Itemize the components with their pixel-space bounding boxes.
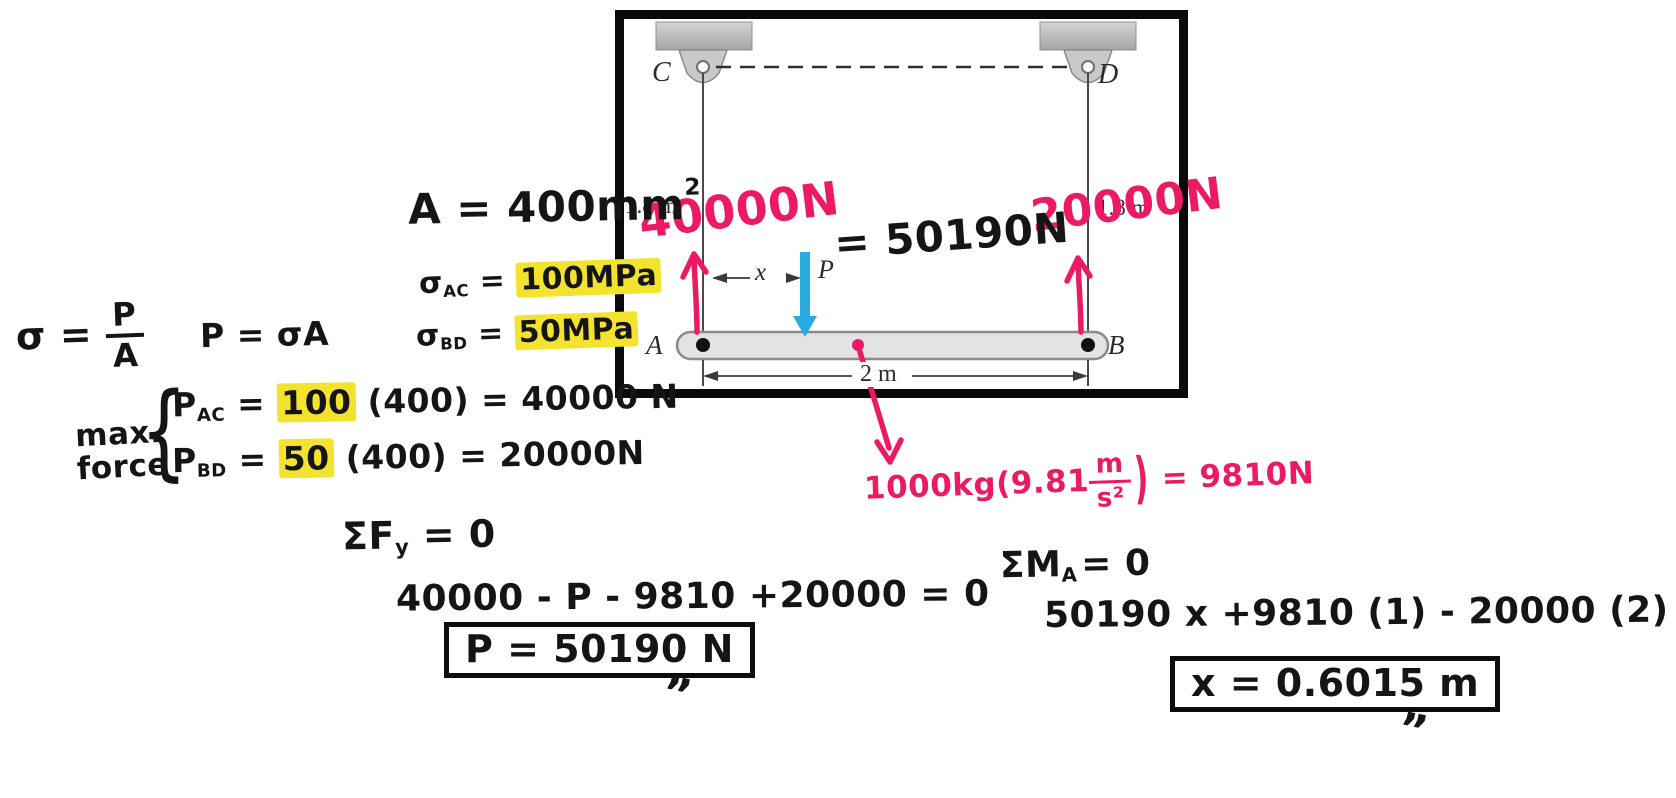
p-ac-result: = 40000 N bbox=[468, 376, 679, 420]
eq-sum-fy: ΣFy = 0 bbox=[341, 511, 497, 560]
equals: = bbox=[45, 311, 107, 358]
brace: { bbox=[140, 370, 189, 492]
area-exponent: 2 bbox=[684, 174, 702, 201]
eq-p-ac-max: PAC = 100 (400) = 40000 N bbox=[171, 376, 679, 427]
area-value: A = 400mm bbox=[407, 179, 686, 234]
sigma-ac-value-highlighted: 100MPa bbox=[515, 257, 662, 298]
eq-area: A = 400mm2 bbox=[407, 174, 702, 234]
eq-fy-expanded: 40000 - P - 9810 +20000 = 0 bbox=[395, 573, 990, 620]
p-symbol: P bbox=[171, 384, 198, 425]
sigma-def-denominator: A bbox=[112, 335, 140, 375]
label-p: P bbox=[818, 255, 834, 284]
weight-close-paren: ) bbox=[1132, 446, 1150, 512]
sigma-bd-value-highlighted: 50MPa bbox=[514, 311, 639, 351]
equals: = bbox=[466, 315, 516, 353]
result-p-box: P = 50190 N bbox=[444, 622, 755, 678]
weight-pre: 1000kg(9.81 bbox=[863, 462, 1090, 507]
label-a: A bbox=[646, 330, 663, 360]
weight-fraction-numerator: m bbox=[1088, 449, 1132, 484]
eq-p-definition: P = σA bbox=[199, 313, 330, 356]
weight-result: = 9810N bbox=[1161, 455, 1315, 497]
p-bd-result: = 20000N bbox=[446, 432, 646, 476]
sum-fy-symbol: ΣF bbox=[341, 513, 396, 559]
p-ac-area-term: (400) bbox=[355, 380, 470, 422]
sigma-ac-subscript: AC bbox=[442, 281, 470, 301]
sigma-symbol: σ bbox=[418, 265, 444, 302]
label-d: D bbox=[1098, 59, 1119, 90]
tick-marks-x: ” bbox=[1393, 702, 1433, 759]
p-ac-subscript: AC bbox=[196, 404, 226, 427]
p-bd-subscript: BD bbox=[196, 460, 227, 482]
result-x: x = 0.6015 m bbox=[1170, 656, 1501, 712]
sigma-bd-subscript: BD bbox=[439, 333, 468, 354]
sum-ma-symbol: ΣM bbox=[999, 544, 1062, 587]
label-c: C bbox=[652, 57, 671, 88]
p-bd-area-term: (400) bbox=[333, 436, 448, 478]
eq-ma-expanded: 50190 x +9810 (1) - 20000 (2) = 0 bbox=[1043, 589, 1676, 637]
equals: = bbox=[226, 439, 280, 480]
sum-ma-rhs: = 0 bbox=[1080, 542, 1151, 585]
eq-sum-ma: ΣMA= 0 bbox=[999, 542, 1151, 588]
eq-p-bd-max: PBD = 50 (400) = 20000N bbox=[171, 432, 646, 482]
sum-fy-rhs: = 0 bbox=[408, 511, 497, 558]
weight-fraction-denominator: s² bbox=[1096, 482, 1126, 514]
sigma-symbol: σ bbox=[415, 318, 441, 354]
label-b: B bbox=[1108, 330, 1125, 360]
cable-ac-length-label: 1.8 m bbox=[625, 193, 678, 218]
sigma-def-numerator: P bbox=[104, 295, 145, 339]
label-x: x bbox=[755, 259, 767, 286]
eq-sigma-bd: σBD = 50MPa bbox=[415, 311, 639, 354]
p-bd-stress-highlighted: 50 bbox=[278, 438, 334, 479]
p-symbol: P bbox=[171, 440, 198, 481]
result-p: P = 50190 N bbox=[444, 622, 755, 678]
cable-bd-length-label: 1.8 m bbox=[1097, 195, 1150, 220]
span-dimension-label: 2 m bbox=[856, 361, 901, 388]
equals: = bbox=[224, 383, 278, 424]
sigma-symbol: σ bbox=[15, 313, 47, 359]
p-ac-stress-highlighted: 100 bbox=[276, 382, 356, 423]
sum-ma-subscript: A bbox=[1061, 563, 1078, 587]
result-x-box: x = 0.6015 m bbox=[1170, 656, 1501, 712]
sum-fy-subscript: y bbox=[394, 535, 410, 560]
equals: = bbox=[468, 262, 517, 300]
